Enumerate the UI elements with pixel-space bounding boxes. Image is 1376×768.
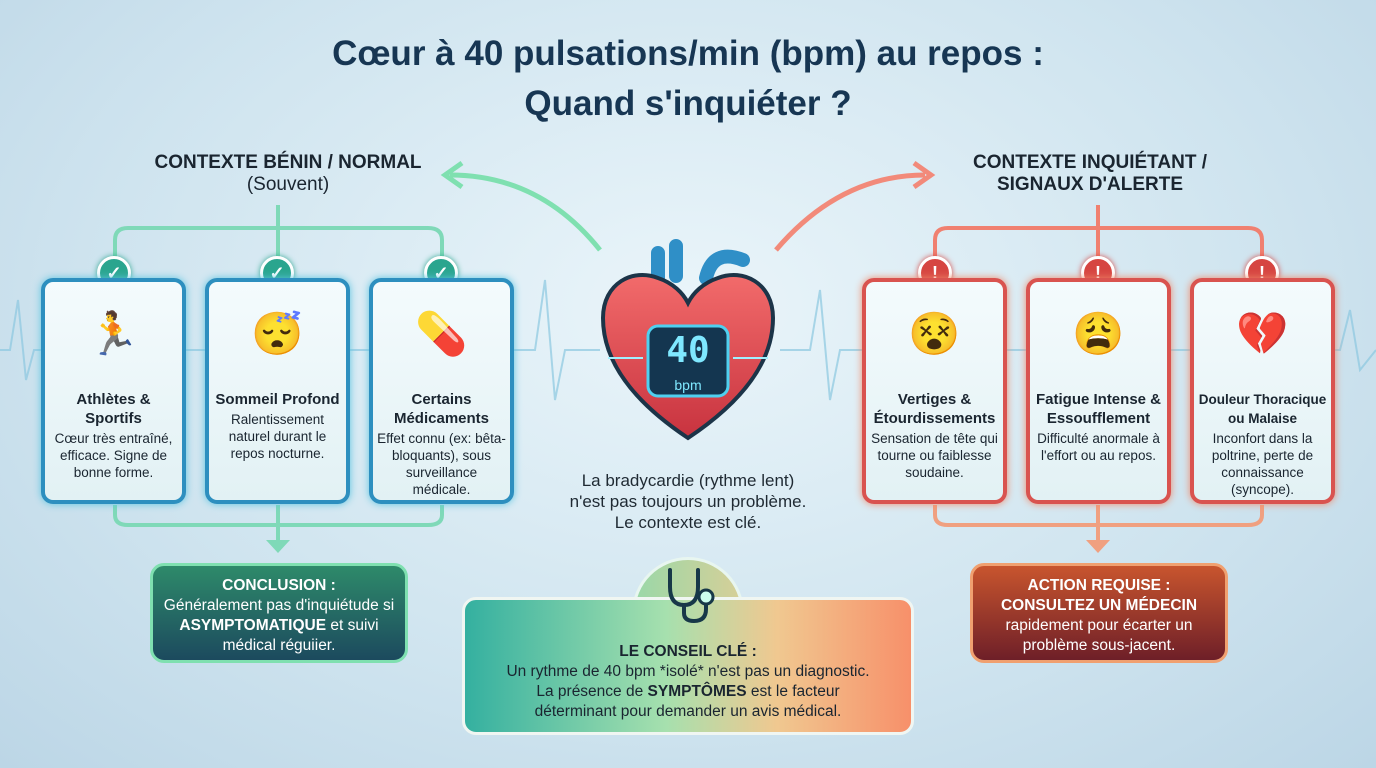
advice-line: Un rythme de 40 bpm *isolé* n'est pas un… (506, 663, 870, 680)
sleeping-person-icon: 😴 (251, 310, 304, 357)
stethoscope-icon (668, 568, 715, 624)
card-text: Cœur très entraîné, efficace. Signe de b… (54, 431, 173, 480)
arrow-alarm (774, 172, 926, 252)
action-box: ACTION REQUISE : CONSULTEZ UN MÉDECIN ra… (970, 563, 1228, 663)
heart-rate-value: 40 (666, 330, 710, 371)
card-text: Difficulté anormale à l'effort ou au rep… (1037, 431, 1160, 463)
title-line-2: Quand s'inquiéter ? (524, 84, 852, 123)
runner-icon: 🏃 (87, 310, 140, 357)
conclusion-title: CONCLUSION : (222, 577, 336, 594)
advice-emphasis: SYMPTÔMES (647, 683, 747, 700)
action-title-2: CONSULTEZ UN MÉDECIN (1000, 597, 1198, 614)
benign-subheading: (Souvent) (246, 174, 330, 195)
chest-pain-icon: 💔 (1236, 310, 1289, 357)
advice-line: La présence de (536, 683, 644, 700)
action-text: rapidement pour écarter un problème sous… (1005, 617, 1193, 654)
card-text: Effet connu (ex: bêta-bloquants), sous s… (377, 431, 506, 497)
tired-person-icon: 😩 (1072, 310, 1125, 357)
conclusion-emphasis: ASYMPTOMATIQUE (179, 617, 327, 634)
card-title: Douleur Thoracique ou Malaise (1198, 392, 1327, 426)
advice-line: déterminant pour demander un avis médica… (534, 703, 842, 720)
benign-heading-text: CONTEXTE BÉNIN / NORMAL (154, 152, 422, 173)
benign-heading: CONTEXTE BÉNIN / NORMAL(Souvent) (128, 152, 448, 196)
action-title: ACTION REQUISE : (1027, 577, 1171, 594)
card-title: Athlètes & Sportifs (76, 391, 151, 427)
center-caption: La bradycardie (rythme lent) n'est pas t… (488, 470, 888, 533)
conclusion-box: CONCLUSION : Généralement pas d'inquiétu… (150, 563, 408, 663)
alarm-heading-line-2: SIGNAUX D'ALERTE (996, 174, 1184, 195)
advice-title: LE CONSEIL CLÉ : (619, 643, 757, 660)
caption-line: n'est pas toujours un problème. (569, 492, 807, 511)
card-title: Sommeil Profond (215, 391, 340, 408)
conclusion-text: Généralement pas d'inquiétude si (163, 597, 395, 614)
card-title: Fatigue Intense & Essoufflement (1035, 391, 1162, 427)
ecg-line-right (780, 289, 1376, 401)
caption-line: Le contexte est clé. (614, 513, 762, 532)
card-text: Ralentissement naturel durant le repos n… (228, 412, 327, 461)
alarm-heading-line-1: CONTEXTE INQUIÉTANT / (973, 152, 1207, 173)
card-title: Vertiges & Étourdissements (873, 391, 996, 427)
medication-icon: 💊 (415, 310, 468, 357)
alarm-heading: CONTEXTE INQUIÉTANT /SIGNAUX D'ALERTE (930, 152, 1250, 196)
card-text: Inconfort dans la poltrine, perte de con… (1211, 431, 1314, 497)
card-title: Certains Médicaments (393, 391, 490, 427)
advice-line: est le facteur (750, 683, 840, 700)
dizzy-head-icon: 😵 (908, 310, 961, 357)
card-text: Sensation de tête qui tourne ou faibless… (871, 431, 998, 480)
heart-rate-unit: bpm (674, 377, 702, 393)
ecg-line-left (0, 279, 600, 401)
heart-icon (600, 239, 776, 441)
conclusion-text-end: et suivi médical réguiier. (222, 617, 379, 654)
title-line-1: Cœur à 40 pulsations/min (bpm) au repos … (332, 34, 1044, 73)
caption-line: La bradycardie (rythme lent) (581, 471, 795, 490)
arrow-benign (449, 172, 602, 252)
